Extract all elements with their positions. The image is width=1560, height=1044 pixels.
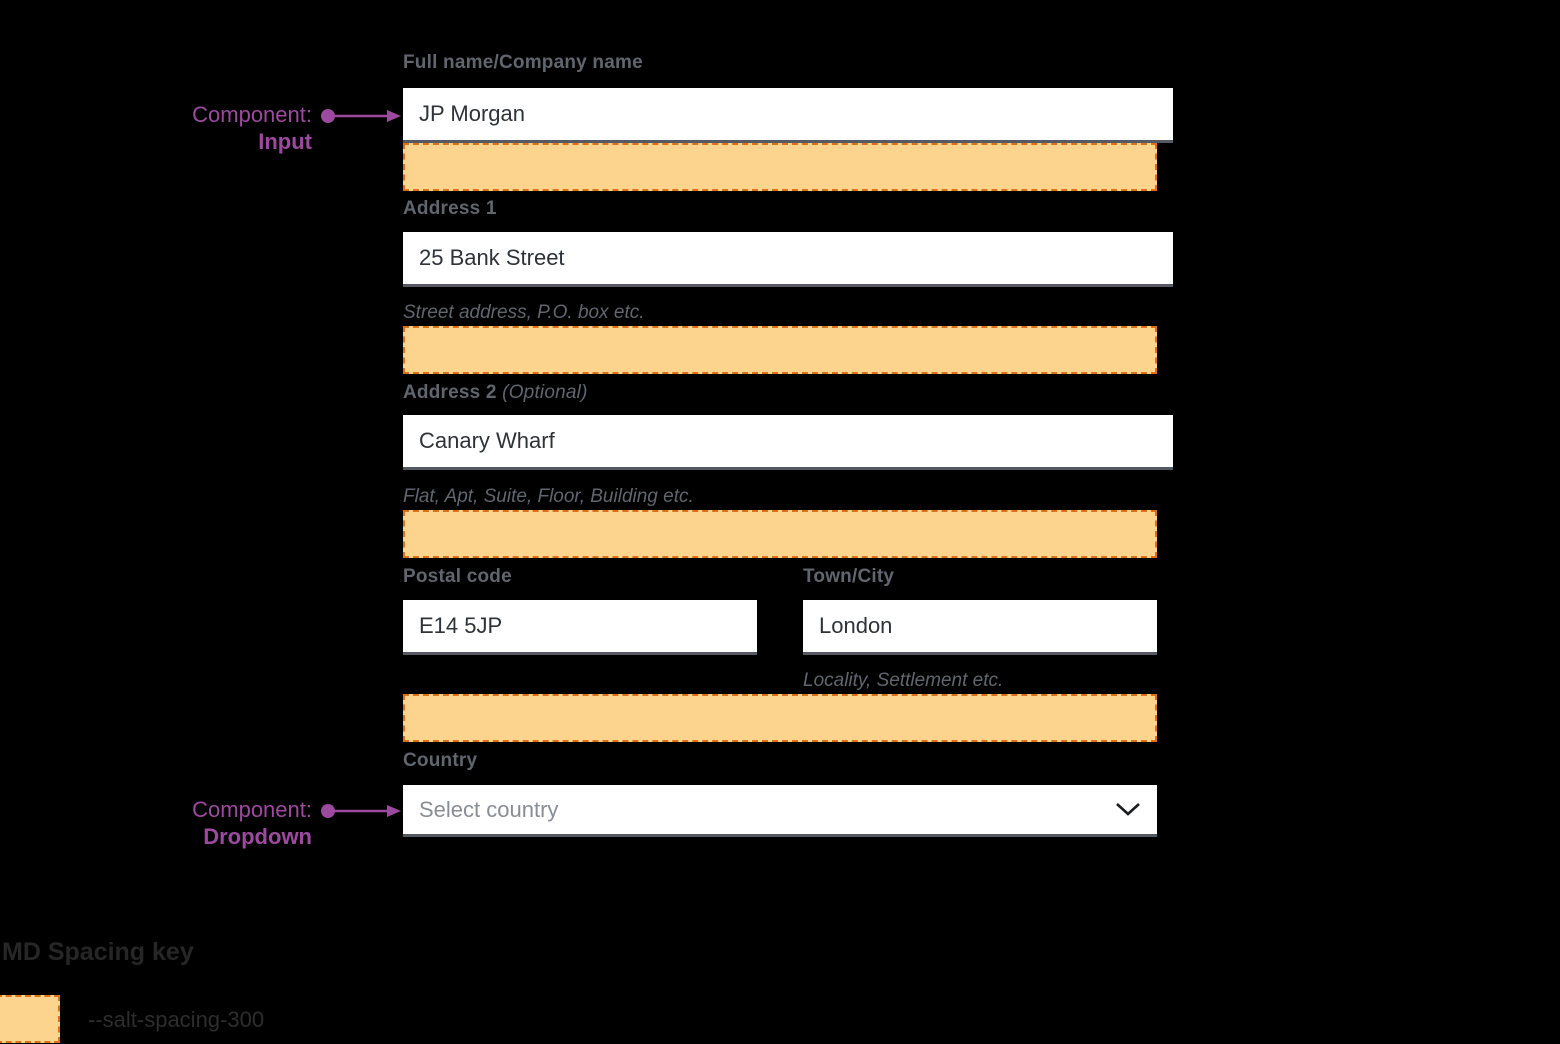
country-dropdown-placeholder: Select country <box>419 796 559 822</box>
input-annotation-arrow <box>321 109 401 123</box>
spacing-300-block-1 <box>403 143 1157 191</box>
town-city-label: Town/City <box>803 566 895 587</box>
full-name-label: Full name/Company name <box>403 52 643 73</box>
address1-helper-text: Street address, P.O. box etc. <box>403 302 645 323</box>
dropdown-component-annotation: Component: Dropdown <box>130 796 312 850</box>
full-name-input[interactable] <box>403 88 1173 143</box>
address2-label: Address 2 (Optional) <box>403 382 588 404</box>
postal-code-input[interactable] <box>403 600 757 655</box>
postal-code-label: Postal code <box>403 566 512 587</box>
input-component-annotation: Component: Input <box>130 101 312 155</box>
spacing-300-block-4 <box>403 694 1157 742</box>
annotation-component-name: Input <box>258 129 312 154</box>
address2-helper-text: Flat, Apt, Suite, Floor, Building etc. <box>403 486 694 507</box>
spacing-300-block-3 <box>403 510 1157 558</box>
spacing-300-swatch <box>0 995 60 1043</box>
country-dropdown[interactable]: Select country <box>403 785 1157 837</box>
annotation-component-name: Dropdown <box>203 824 312 849</box>
country-label: Country <box>403 750 478 771</box>
address2-input[interactable] <box>403 415 1173 470</box>
address2-optional-suffix: (Optional) <box>502 382 588 403</box>
address1-label: Address 1 <box>403 198 497 219</box>
address2-label-text: Address 2 <box>403 382 497 403</box>
annotation-prefix: Component: <box>192 797 312 822</box>
spacing-key-heading: MD Spacing key <box>2 938 194 966</box>
chevron-down-icon <box>1115 802 1141 817</box>
spacing-300-block-2 <box>403 326 1157 374</box>
dropdown-annotation-arrow <box>321 804 401 818</box>
town-city-input[interactable] <box>803 600 1157 655</box>
spacing-token-label: --salt-spacing-300 <box>88 1007 265 1032</box>
address1-input[interactable] <box>403 232 1173 287</box>
town-city-helper-text: Locality, Settlement etc. <box>803 670 1004 691</box>
annotation-prefix: Component: <box>192 102 312 127</box>
